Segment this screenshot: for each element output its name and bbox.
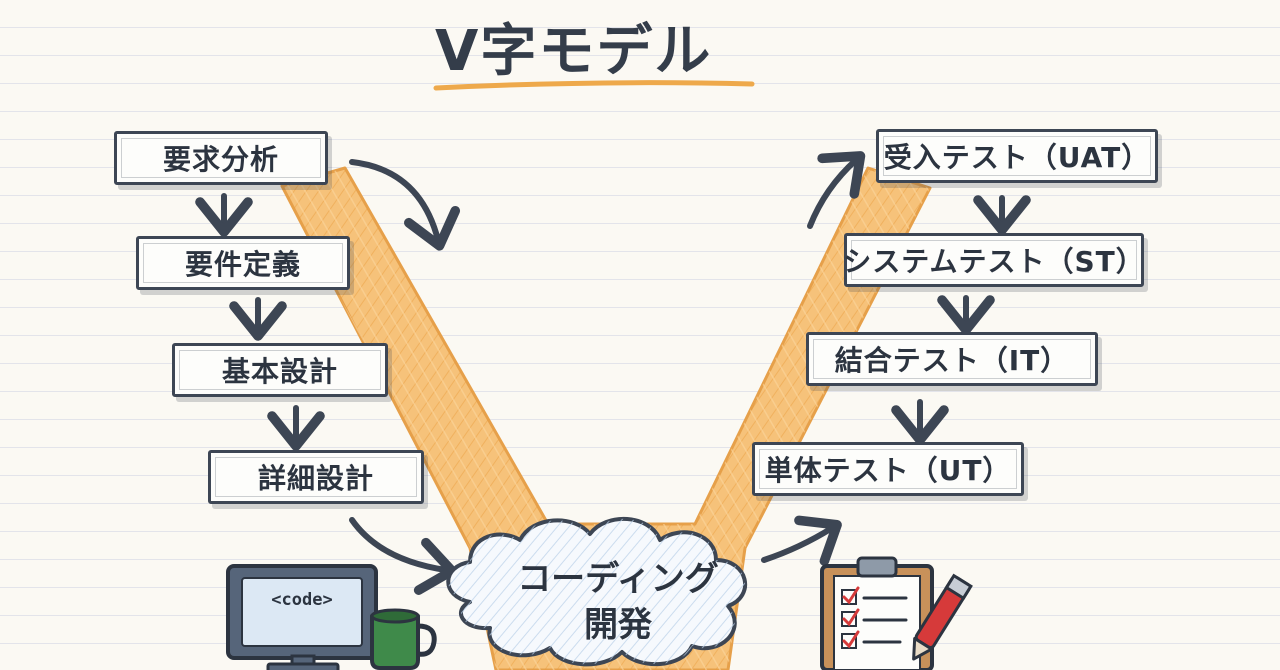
- up-curve-arrow: [807, 151, 866, 229]
- right-flow-arrows: [891, 195, 1031, 445]
- phase-unit-test: 単体テスト（UT）: [752, 442, 1024, 496]
- monitor-code-text: <code>: [271, 590, 333, 610]
- coffee-mug-icon: [370, 608, 437, 670]
- phase-system-test: システムテスト（ST）: [843, 233, 1144, 287]
- phase-requirements-analysis: 要求分析: [114, 131, 328, 185]
- left-flow-arrows: [195, 193, 325, 451]
- computer-monitor-icon: [226, 564, 378, 670]
- coding-label-line1: コーディング: [517, 559, 719, 599]
- coding-phase-label: コーディング 開発: [478, 556, 758, 648]
- checklist-clipboard-icon: [820, 556, 934, 670]
- phase-detailed-design: 詳細設計: [208, 450, 424, 504]
- coding-label-line2: 開発: [584, 605, 652, 645]
- phase-basic-design: 基本設計: [172, 343, 388, 397]
- phase-requirements-definition: 要件定義: [136, 236, 350, 290]
- curved-arrows: [349, 151, 866, 595]
- coding-cloud: [446, 517, 748, 667]
- phase-integration-test: 結合テスト（IT）: [806, 332, 1098, 386]
- red-pen-icon: [912, 573, 973, 661]
- from-coding-arrow: [761, 515, 842, 566]
- title-underline: [433, 80, 755, 91]
- phase-acceptance-test: 受入テスト（UAT）: [876, 129, 1158, 183]
- down-curve-arrow: [349, 159, 461, 251]
- diagram-title: V字モデル: [435, 19, 713, 84]
- to-coding-arrow: [349, 517, 457, 595]
